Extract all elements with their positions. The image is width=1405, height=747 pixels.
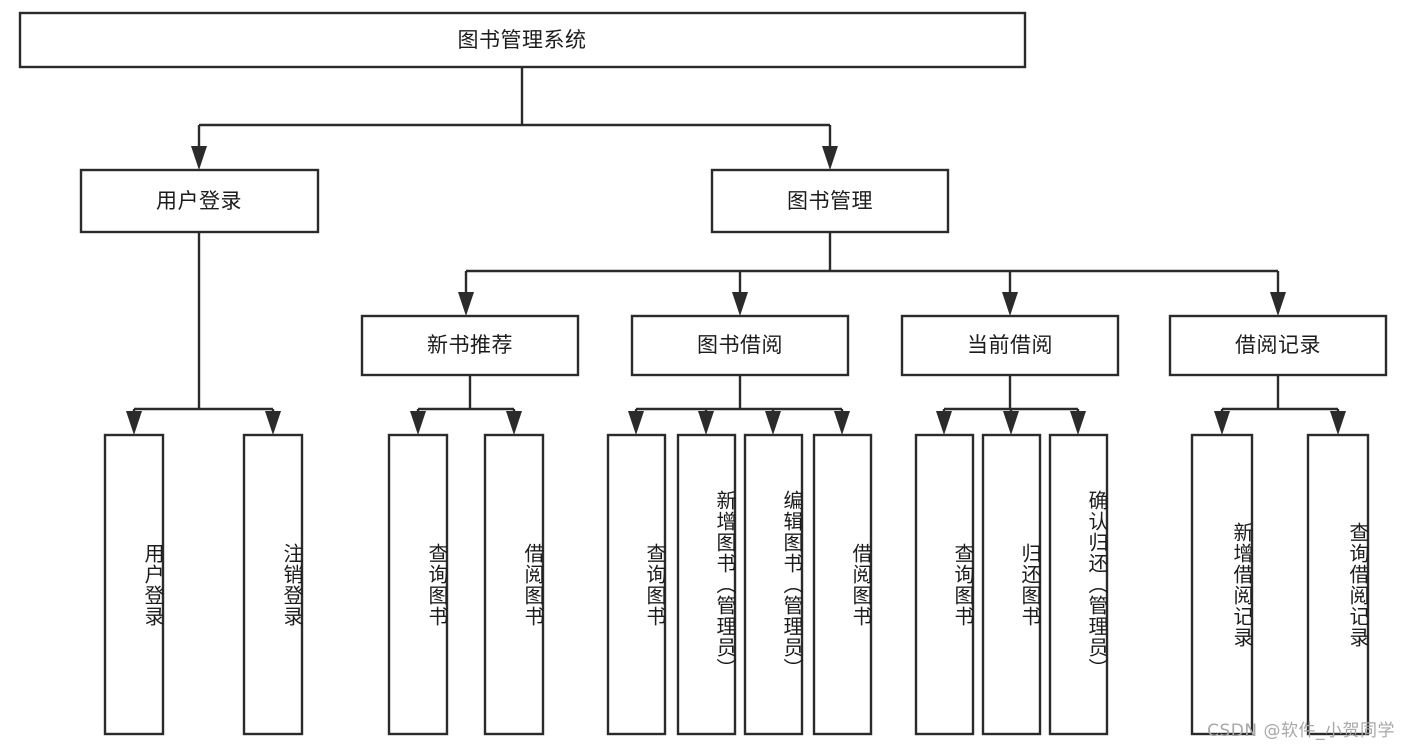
node-box-book-management[interactable] xyxy=(710,168,950,234)
csdn-watermark: CSDN @软件_小贺同学 xyxy=(1207,721,1395,741)
node-box-leaf-user-login-1[interactable] xyxy=(103,433,165,736)
node-box-leaf-current-borrow-1[interactable] xyxy=(914,433,975,736)
arrow-book-borrow-leaf1 xyxy=(628,411,644,435)
node-box-leaf-new-book-2[interactable] xyxy=(483,433,545,736)
node-box-user-login[interactable] xyxy=(79,168,320,234)
arrow-user-login-leaf1 xyxy=(126,411,142,435)
node-box-leaf-new-book-1[interactable] xyxy=(387,433,449,736)
arrow-book-borrow-leaf2 xyxy=(698,411,714,435)
arrow-current-borrow-leaf3 xyxy=(1070,411,1086,435)
arrow-to-book-borrow xyxy=(732,292,748,316)
node-box-leaf-book-borrow-2[interactable] xyxy=(676,433,737,736)
arrow-new-book-leaf1 xyxy=(410,411,426,435)
node-label-book-borrow: 图书借阅 xyxy=(697,333,783,357)
arrow-to-user-login xyxy=(191,146,207,170)
node-box-borrow-record[interactable] xyxy=(1168,314,1388,377)
arrow-to-current-borrow xyxy=(1002,292,1018,316)
node-box-leaf-borrow-record-1[interactable] xyxy=(1190,433,1254,736)
arrow-borrow-record-leaf1 xyxy=(1214,411,1230,435)
node-box-book-borrow[interactable] xyxy=(630,314,850,377)
arrow-user-login-leaf2 xyxy=(265,411,281,435)
nodes-group: 图书管理系统 用户登录 图书管理 新书推荐 图书借阅 当前借阅 借阅记录 xyxy=(18,11,1388,736)
node-label-new-book-recommend: 新书推荐 xyxy=(427,333,513,357)
arrow-borrow-record-leaf2 xyxy=(1330,411,1346,435)
arrow-to-book-mgmt xyxy=(822,146,838,170)
arrow-current-borrow-leaf1 xyxy=(936,411,952,435)
node-box-root[interactable] xyxy=(18,11,1027,69)
node-box-current-borrow[interactable] xyxy=(900,314,1120,377)
arrow-book-borrow-leaf3 xyxy=(765,411,781,435)
edges-group xyxy=(126,67,1346,435)
node-box-leaf-book-borrow-1[interactable] xyxy=(606,433,667,736)
node-box-leaf-borrow-record-2[interactable] xyxy=(1306,433,1370,736)
node-label-current-borrow: 当前借阅 xyxy=(967,333,1053,357)
node-box-leaf-user-login-2[interactable] xyxy=(242,433,304,736)
node-box-new-book-recommend[interactable] xyxy=(360,314,580,377)
node-label-book-management: 图书管理 xyxy=(787,189,873,213)
arrow-to-borrow-record xyxy=(1270,292,1286,316)
node-label-root: 图书管理系统 xyxy=(458,28,587,52)
arrow-new-book-leaf2 xyxy=(506,411,522,435)
node-box-leaf-current-borrow-3[interactable] xyxy=(1048,433,1109,736)
arrow-to-new-book xyxy=(458,292,474,316)
node-box-leaf-current-borrow-2[interactable] xyxy=(981,433,1042,736)
node-label-borrow-record: 借阅记录 xyxy=(1235,333,1321,357)
node-box-leaf-book-borrow-4[interactable] xyxy=(812,433,873,736)
node-box-leaf-book-borrow-3[interactable] xyxy=(743,433,804,736)
arrow-book-borrow-leaf4 xyxy=(834,411,850,435)
node-label-user-login: 用户登录 xyxy=(156,189,242,213)
arrow-current-borrow-leaf2 xyxy=(1003,411,1019,435)
